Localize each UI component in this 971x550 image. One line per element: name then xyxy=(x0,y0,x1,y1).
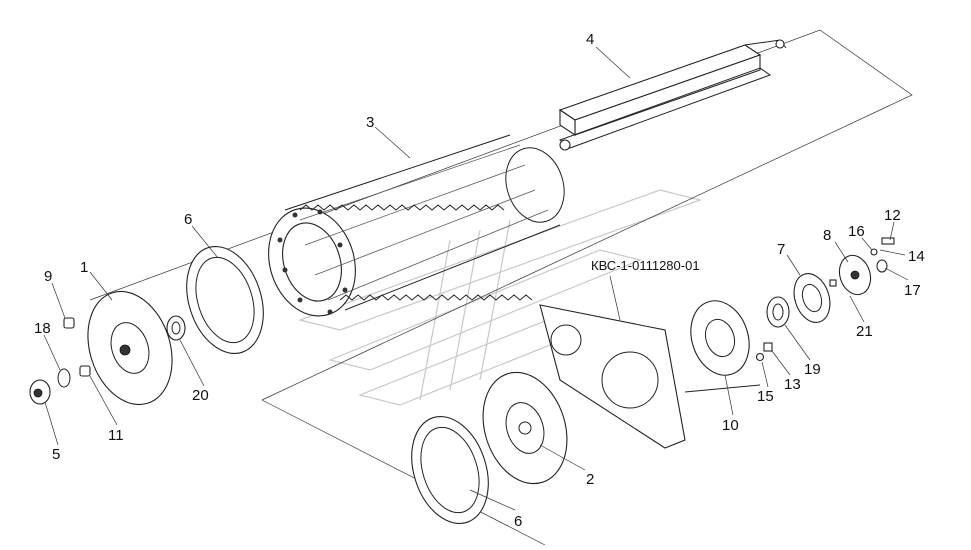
label-8: 8 xyxy=(823,227,831,244)
part-6-gasket-top xyxy=(186,245,264,355)
label-6-bottom: 6 xyxy=(514,513,522,530)
part-1-flange xyxy=(87,290,173,406)
part-21-cover xyxy=(838,254,872,296)
leader-lines xyxy=(43,46,909,511)
part-4-beam xyxy=(558,39,787,151)
label-7: 7 xyxy=(777,241,785,258)
label-4: 4 xyxy=(586,31,594,48)
small-parts-right xyxy=(755,237,895,362)
label-1: 1 xyxy=(80,259,88,276)
label-5: 5 xyxy=(52,446,60,463)
label-18: 18 xyxy=(34,320,51,337)
label-9: 9 xyxy=(44,268,52,285)
label-10: 10 xyxy=(722,417,739,434)
part-labels: 4 3 6 1 9 18 5 11 20 2 6 10 15 13 19 7 8… xyxy=(34,31,925,530)
drawing-code: КВС-1-0111280-01 xyxy=(591,258,700,273)
label-17: 17 xyxy=(904,282,921,299)
label-6-top: 6 xyxy=(184,211,192,228)
part-10-bearing-housing xyxy=(690,300,750,376)
part-3-drum xyxy=(268,134,565,317)
label-13: 13 xyxy=(784,376,801,393)
label-20: 20 xyxy=(192,387,209,404)
part-6-gasket-bottom xyxy=(411,415,489,525)
label-19: 19 xyxy=(804,361,821,378)
part-20-bearing xyxy=(166,315,186,341)
label-15: 15 xyxy=(757,388,774,405)
assembly-guide-lines xyxy=(89,29,913,546)
label-14: 14 xyxy=(908,248,925,265)
part-2-disc xyxy=(482,371,568,485)
label-12: 12 xyxy=(884,207,901,224)
label-11: 11 xyxy=(108,427,124,444)
small-parts-left xyxy=(29,317,91,405)
label-2: 2 xyxy=(586,471,594,488)
part-7-gasket xyxy=(793,273,831,323)
label-21: 21 xyxy=(856,323,873,340)
part-19-bearing xyxy=(766,296,790,328)
bracket-housing xyxy=(539,304,761,449)
label-16: 16 xyxy=(848,223,865,240)
label-3: 3 xyxy=(366,114,374,131)
